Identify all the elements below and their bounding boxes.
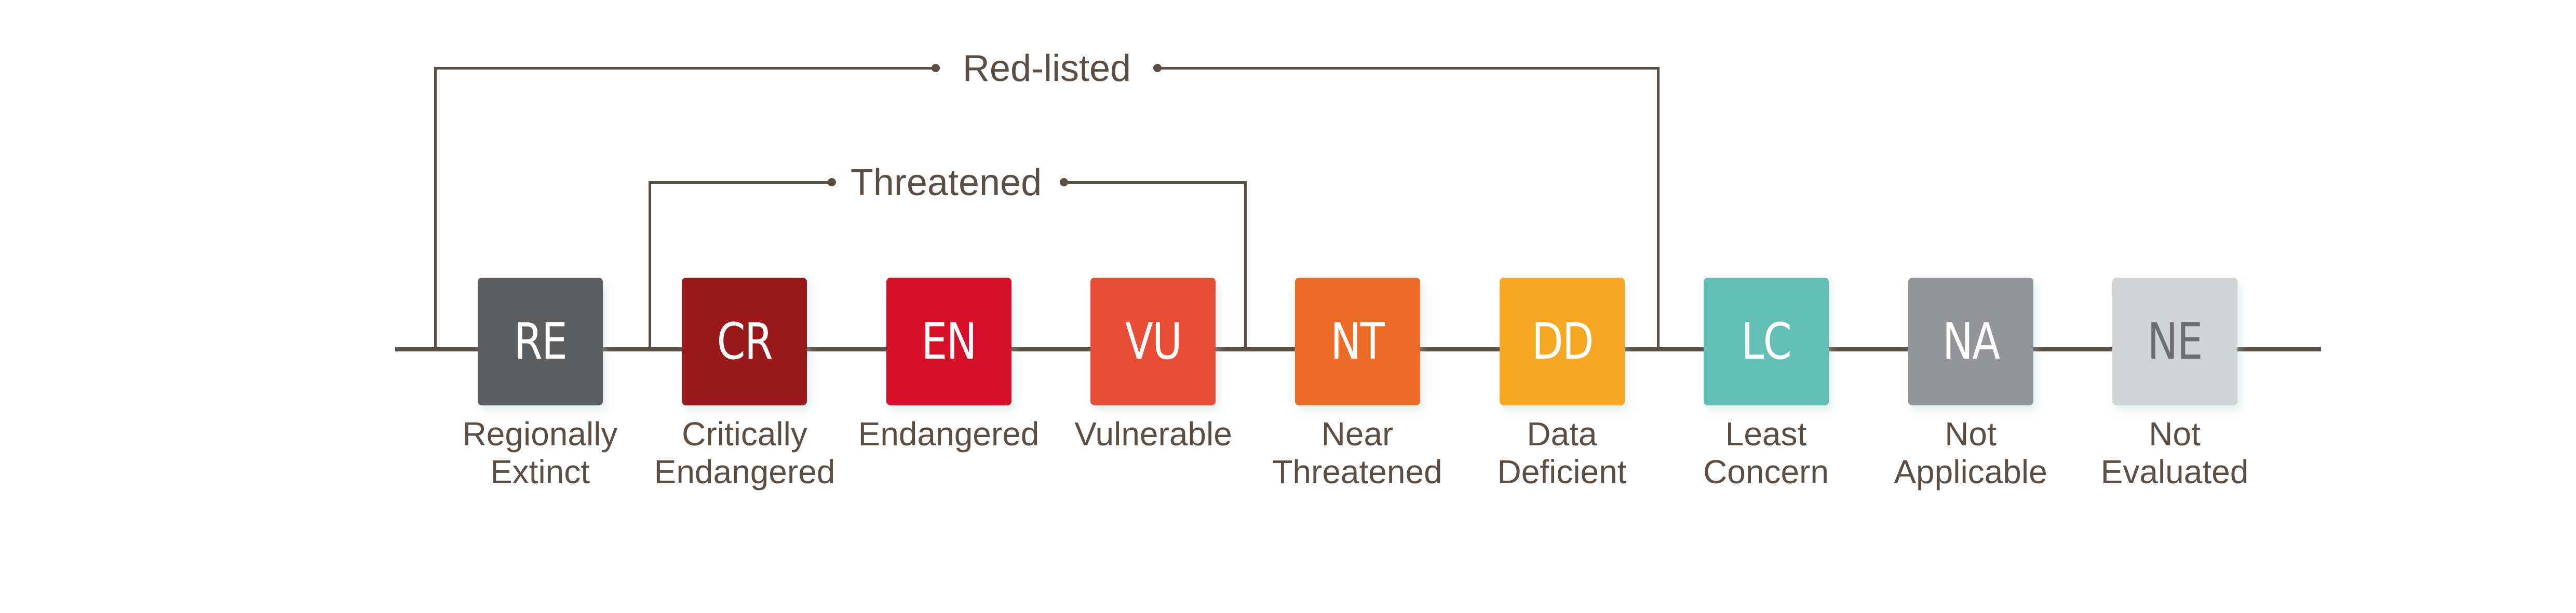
category-name: Not Applicable <box>1867 415 2074 491</box>
category-code: DD <box>1531 312 1594 371</box>
category-code: NT <box>1330 312 1385 371</box>
category-box-re: RE <box>478 278 603 405</box>
category-name: Critically Endangered <box>641 415 848 491</box>
category-name: Vulnerable <box>1049 415 1257 453</box>
category-name-line2: Applicable <box>1894 453 2047 491</box>
category-name-line1: Critically <box>682 415 807 453</box>
red-listed-bracket-left-leg <box>434 67 437 349</box>
category-box-cr: CR <box>682 278 807 405</box>
category-name: Least Concern <box>1662 415 1870 491</box>
category-name-line1: Data <box>1527 415 1597 453</box>
red-listed-bracket-right-leg <box>1657 67 1660 349</box>
category-name-line2: Deficient <box>1497 453 1627 491</box>
category-box-en: EN <box>886 278 1011 405</box>
category-code: NA <box>1942 312 2000 371</box>
category-name-line2: Threatened <box>1272 453 1442 491</box>
category-name: Not Evaluated <box>2071 415 2278 491</box>
category-name-line2: Extinct <box>490 453 590 491</box>
category-name: Endangered <box>845 415 1053 453</box>
category-box-dd: DD <box>1500 278 1625 405</box>
threatened-bracket-right-leg <box>1244 181 1247 349</box>
category-name-line2: Concern <box>1703 453 1829 491</box>
category-name-line1: Not <box>2149 415 2201 453</box>
category-name: Regionally Extinct <box>436 415 644 491</box>
category-box-ne: NE <box>2112 278 2237 405</box>
category-name-line2: Evaluated <box>2100 453 2249 491</box>
category-code: EN <box>921 312 977 371</box>
threatened-bracket-left-leg <box>649 181 651 349</box>
category-name-line1: Not <box>1945 415 1997 453</box>
red-listed-bracket-left-arm <box>434 67 936 70</box>
red-listed-left-dot <box>932 64 940 72</box>
category-name-line1: Endangered <box>858 415 1040 453</box>
category-code: NE <box>2147 312 2203 371</box>
category-name-line1: Vulnerable <box>1074 415 1232 453</box>
red-listed-bracket-right-arm <box>1157 67 1660 70</box>
category-box-vu: VU <box>1090 278 1216 405</box>
category-code: VU <box>1125 312 1182 371</box>
category-name-line1: Regionally <box>462 415 618 453</box>
category-name-line2: Endangered <box>654 453 835 491</box>
category-box-nt: NT <box>1295 278 1420 405</box>
threatened-label: Threatened <box>850 162 1042 203</box>
category-name: Near Threatened <box>1253 415 1461 491</box>
red-listed-label: Red-listed <box>962 48 1131 89</box>
category-name-line1: Least <box>1725 415 1807 453</box>
category-box-na: NA <box>1908 278 2033 405</box>
threatened-bracket-right-arm <box>1064 181 1247 184</box>
category-code: RE <box>514 312 568 371</box>
category-code: LC <box>1741 312 1792 371</box>
category-code: CR <box>717 312 773 371</box>
category-name: Data Deficient <box>1458 415 1666 491</box>
threatened-bracket-left-arm <box>649 181 832 184</box>
category-name-line1: Near <box>1321 415 1394 453</box>
category-box-lc: LC <box>1704 278 1829 405</box>
threatened-left-dot <box>828 178 836 186</box>
